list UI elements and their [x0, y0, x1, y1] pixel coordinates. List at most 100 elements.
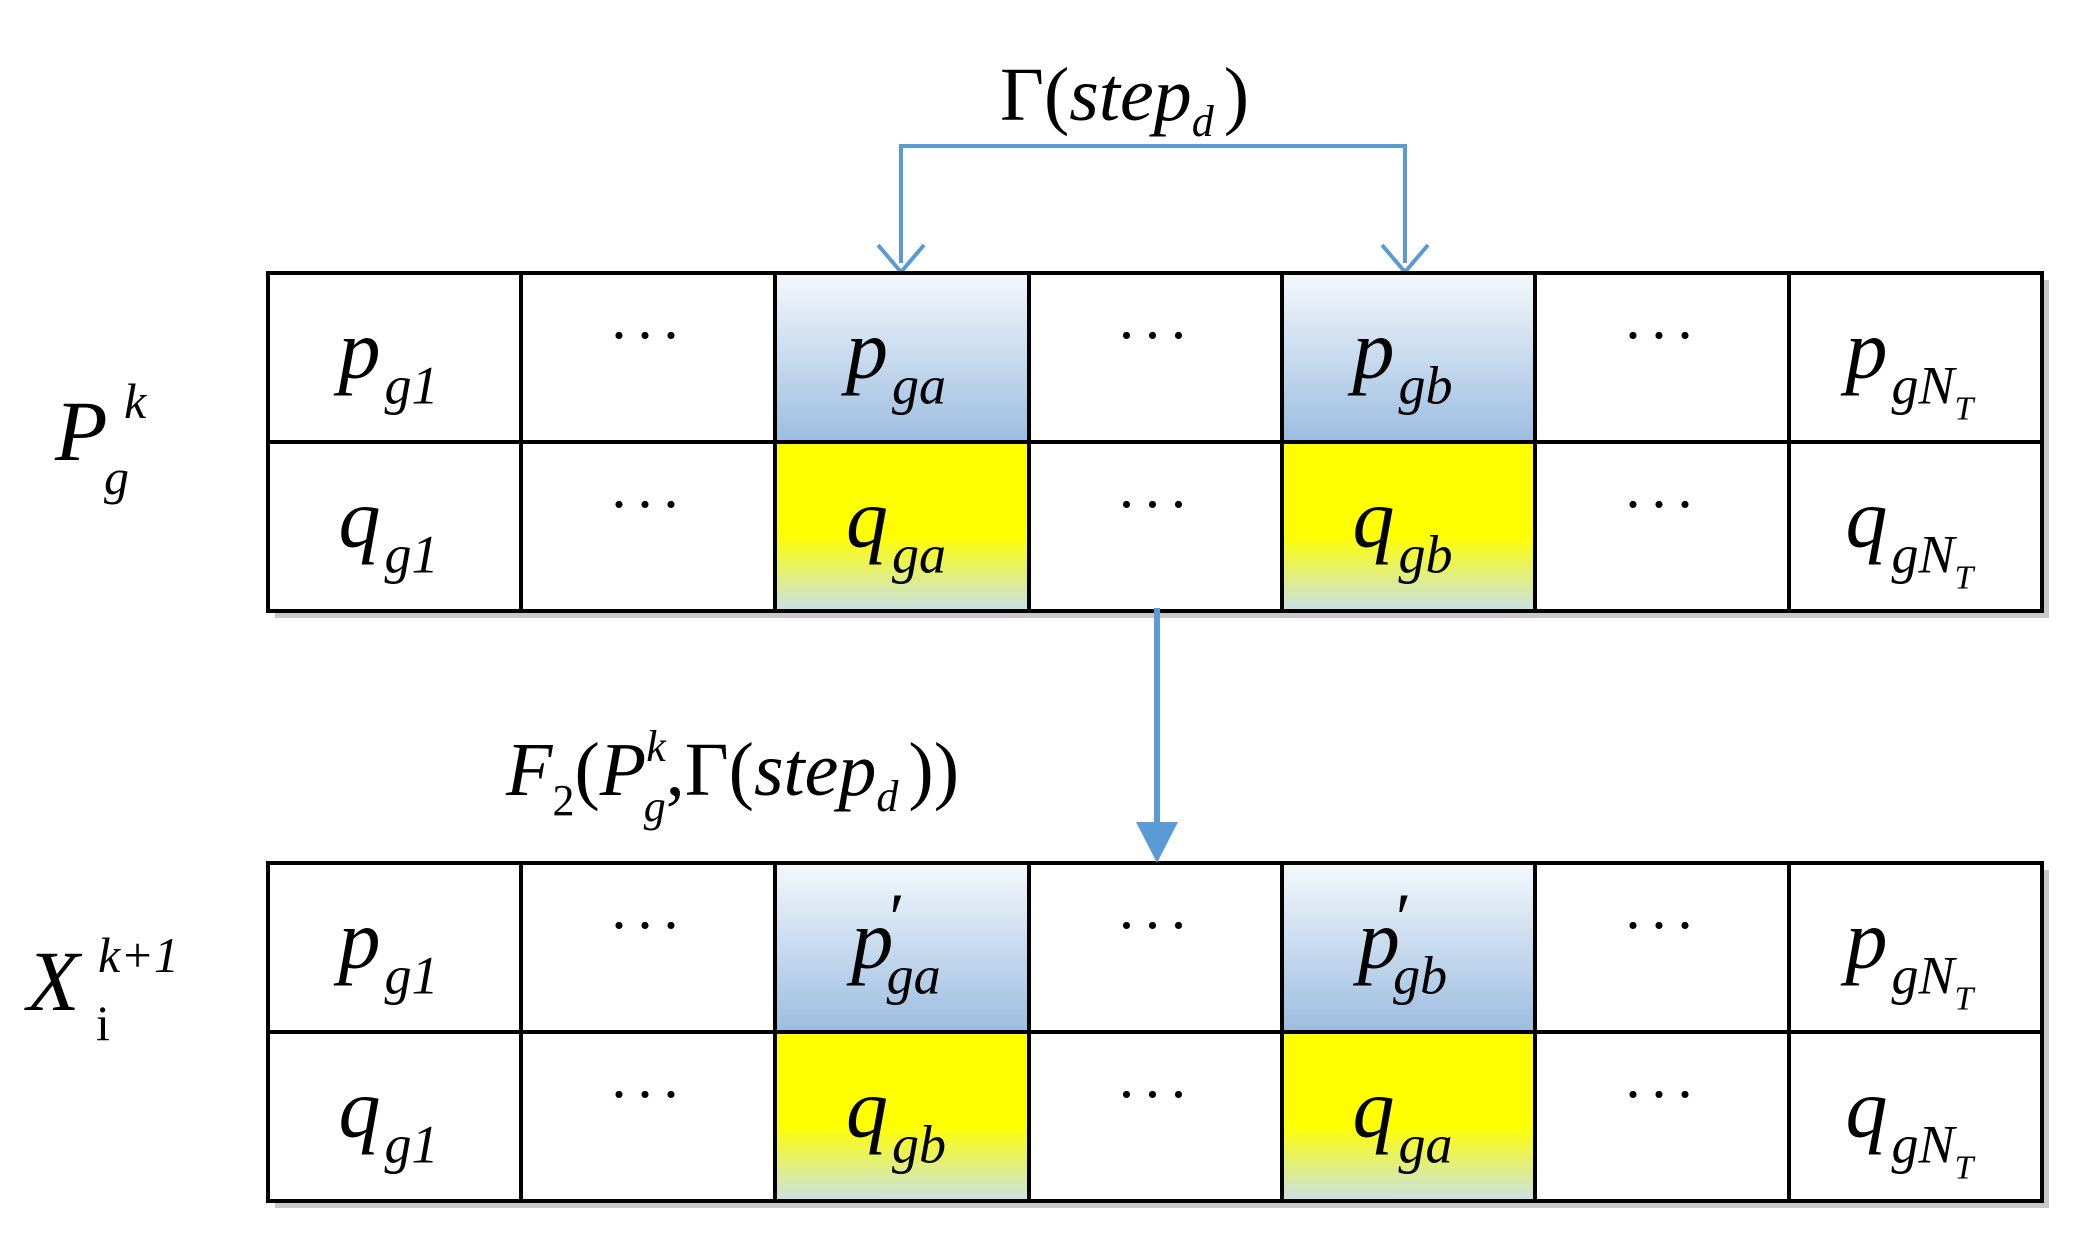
cell-base: q: [1353, 473, 1395, 566]
table-cell: qgb: [775, 1032, 1029, 1201]
cell-sub-subscript: T: [1955, 1150, 1976, 1187]
table-cell: qg1: [268, 442, 521, 611]
ellipsis-label: ···: [609, 303, 687, 369]
cell-background: [1789, 273, 2042, 442]
cell-base: q: [846, 473, 888, 566]
table-cell: qg1: [268, 1032, 521, 1201]
cell-subscript: gN: [1892, 946, 1958, 1006]
cell-label: pgb: [1348, 304, 1453, 416]
transform-arrow: [1136, 608, 1178, 863]
cell-background: [1282, 273, 1535, 442]
ellipsis-label: ···: [1117, 303, 1195, 369]
cell-background: [1789, 863, 2042, 1032]
transform-label-p-superscript: k: [646, 722, 667, 771]
table-cell: ···: [1029, 863, 1282, 1032]
cell-background: [1535, 442, 1789, 611]
cell-base: q: [846, 1063, 888, 1156]
cell-background: [1029, 273, 1282, 442]
cell-background: [521, 1032, 775, 1201]
transform-label-f-subscript: 2: [552, 776, 574, 825]
row-label-top-base: P: [54, 383, 108, 479]
transform-label-subscript: d: [876, 772, 899, 821]
cell-background: [1535, 863, 1789, 1032]
cell-background: [1789, 442, 2042, 611]
table-cell: ···: [1535, 273, 1789, 442]
cell-background: [521, 442, 775, 611]
cell-base: p: [334, 894, 381, 987]
transform-label-gamma: Γ: [685, 728, 729, 812]
cell-background: [775, 273, 1029, 442]
cell-background: [775, 1032, 1029, 1201]
cell-sub-subscript: T: [1955, 391, 1976, 428]
ellipsis-label: ···: [1623, 893, 1701, 959]
new-individual-table: pg1···p′ga···p′gb···pgNTqg1···qgb···qga·…: [266, 861, 2049, 1208]
step-label-close-paren: ): [1224, 53, 1249, 137]
cell-background: [1282, 1032, 1535, 1201]
ellipsis-label: ···: [609, 1062, 687, 1128]
cell-base: p: [1353, 894, 1400, 987]
ellipsis-label: ···: [1623, 303, 1701, 369]
table-cell: qga: [1282, 1032, 1535, 1201]
cell-label: pgNT: [1841, 304, 1976, 428]
table-cell: ···: [521, 273, 775, 442]
table-cell: ···: [1535, 1032, 1789, 1201]
cell-base: p: [1841, 304, 1888, 397]
cell-subscript: ga: [892, 356, 946, 416]
ellipsis-label: ···: [609, 472, 687, 538]
cell-background: [1789, 1032, 2042, 1201]
table-cell: pga: [775, 273, 1029, 442]
cell-base: q: [1353, 1063, 1395, 1156]
cell-label: pga: [841, 304, 946, 416]
row-label-bottom-base: X: [24, 933, 83, 1029]
cell-sub-subscript: T: [1955, 560, 1976, 597]
cell-base: p: [334, 304, 381, 397]
transform-label-p: P: [599, 728, 646, 812]
row-label-bottom: X k+1 i: [24, 927, 179, 1051]
ellipsis-label: ···: [1117, 1062, 1195, 1128]
table-grid: [266, 861, 2044, 1203]
ellipsis-label: ···: [609, 893, 687, 959]
cell-label: qgb: [846, 1063, 946, 1175]
cell-subscript: gb: [1393, 946, 1447, 1006]
cell-subscript: gb: [892, 1115, 946, 1175]
ellipsis-label: ···: [1117, 472, 1195, 538]
cell-subscript: ga: [1399, 1115, 1453, 1175]
cell-base: p: [841, 304, 888, 397]
step-label-variable: step: [1069, 53, 1191, 137]
row-label-bottom-superscript: k+1: [98, 927, 179, 983]
transform-label-open-paren-2: (: [729, 728, 754, 812]
cell-background: [1029, 863, 1282, 1032]
cell-label: qg1: [339, 473, 439, 585]
table-cell: ···: [521, 863, 775, 1032]
cell-background: [1282, 442, 1535, 611]
step-label-gamma: Γ: [1000, 53, 1044, 137]
cell-label: p′gb: [1353, 881, 1447, 1006]
cell-label: qg1: [339, 1063, 439, 1175]
prime-mark: ′: [1396, 881, 1411, 958]
cell-background: [268, 442, 521, 611]
transform-label-open-paren: (: [574, 728, 599, 812]
cell-subscript: g1: [385, 946, 439, 1006]
cell-base: q: [1846, 473, 1888, 566]
table-cell: pgb: [1282, 273, 1535, 442]
transform-label-f: F: [505, 728, 554, 812]
cell-label: pg1: [334, 304, 439, 416]
step-label-open-paren: (: [1044, 53, 1069, 137]
ellipsis-label: ···: [1623, 472, 1701, 538]
cell-subscript: gb: [1399, 356, 1453, 416]
transform-label-comma: ,: [666, 728, 685, 812]
table-cell: ···: [521, 1032, 775, 1201]
table-row: qg1···qga···qgb···qgNT: [268, 442, 2042, 611]
table-cell: p′ga: [775, 863, 1029, 1032]
cell-subscript: ga: [892, 525, 946, 585]
cell-label: p′ga: [846, 881, 940, 1006]
step-label-subscript: d: [1192, 97, 1215, 146]
table-cell: qgNT: [1789, 1032, 2042, 1201]
table-cell: pgNT: [1789, 863, 2042, 1032]
cell-background: [1535, 1032, 1789, 1201]
table-row: pg1···p′ga···p′gb···pgNT: [268, 863, 2042, 1032]
cell-subscript: gN: [1892, 525, 1958, 585]
cell-background: [775, 863, 1029, 1032]
cell-background: [521, 273, 775, 442]
